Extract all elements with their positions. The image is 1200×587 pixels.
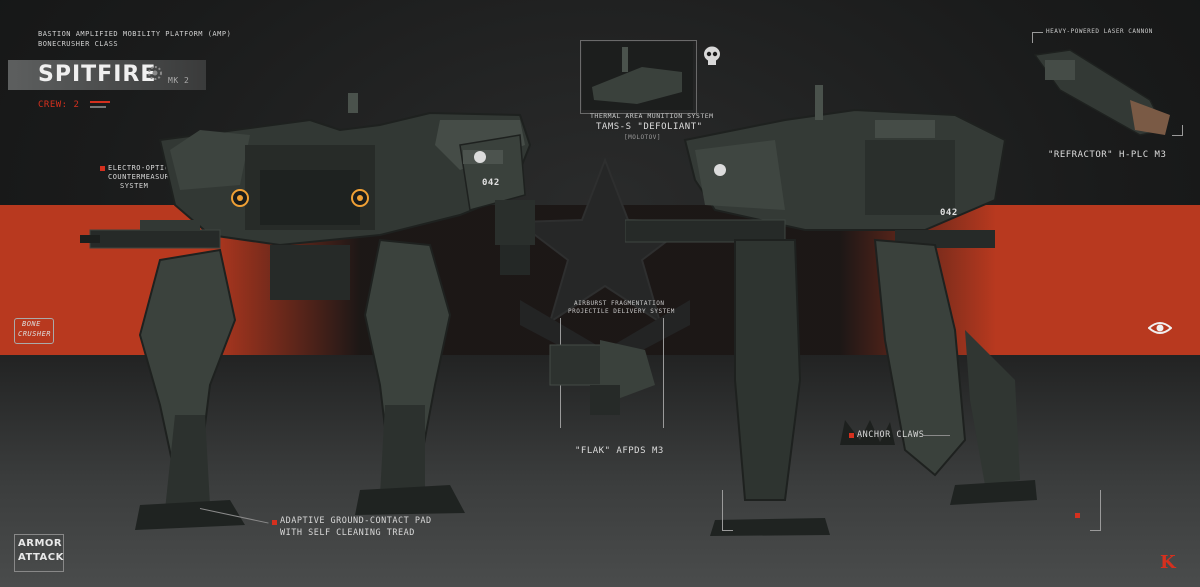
crew-sub-bars-2 (90, 106, 106, 108)
laser-frame-corner-br (1172, 125, 1183, 136)
pad-label-2: WITH SELF CLEANING TREAD (280, 528, 415, 538)
front-hull-number: 042 (482, 178, 500, 188)
pad-bullet (272, 520, 277, 525)
eo-label-1: ELECTRO-OPTICAL (108, 164, 179, 172)
bone-label: BONE (22, 320, 41, 328)
artist-mark: K (1160, 552, 1177, 573)
pad-label-1: ADAPTIVE GROUND-CONTACT PAD (280, 516, 432, 526)
front-mech-illustration (80, 93, 535, 530)
laser-caption: HEAVY-POWERED LASER CANNON (1046, 28, 1153, 35)
name-plate (8, 60, 206, 90)
class-title: BONECRUSHER CLASS (38, 40, 119, 48)
tams-name: TAMS-S "DEFOLIANT" (596, 122, 703, 132)
crew-label: CREW: 2 (38, 100, 80, 110)
rear-mech-illustration (625, 85, 1037, 536)
crusher-label: CRUSHER (18, 330, 52, 338)
laser-name: "REFRACTOR" H-PLC M3 (1048, 150, 1167, 160)
rear-frame-corner-br (1090, 490, 1101, 531)
eye-icon (1148, 322, 1172, 334)
tams-frame (580, 40, 697, 114)
flak-weapon-illustration (549, 340, 655, 415)
attack-label: ATTACK (18, 552, 64, 563)
tams-weapon-illustration (582, 42, 693, 110)
skull-icon (704, 46, 720, 65)
eo-label-2: COUNTERMEASURE (108, 173, 175, 181)
rear-frame-marker (1075, 513, 1080, 518)
rear-hull-number: 042 (940, 208, 958, 218)
tams-caption: THERMAL AREA MUNITION SYSTEM (590, 112, 714, 120)
anchor-label: ANCHOR CLAWS (857, 430, 925, 440)
flak-frame-corner-tr (655, 318, 664, 428)
crew-sub-bars (90, 101, 110, 103)
eo-label-3: SYSTEM (120, 182, 149, 190)
flak-caption-2: PROJECTILE DELIVERY SYSTEM (568, 308, 675, 315)
gear-icon (148, 66, 162, 80)
laser-frame-corner-tl (1032, 32, 1043, 43)
flak-caption-1: AIRBURST FRAGMENTATION (574, 300, 665, 307)
armor-label: ARMOR (18, 538, 63, 549)
platform-title: BASTION AMPLIFIED MOBILITY PLATFORM (AMP… (38, 30, 232, 38)
tams-sub: [MOLOTOV] (624, 134, 662, 141)
anchor-leader (922, 435, 950, 436)
rear-frame-corner-bl (722, 490, 733, 531)
eo-bullet (100, 166, 105, 171)
mark-label: MK 2 (168, 76, 190, 85)
armor-attack-badge (14, 534, 64, 572)
anchor-bullet (849, 433, 854, 438)
laser-cannon-illustration (1033, 49, 1170, 136)
mech-name: SPITFIRE (38, 62, 157, 87)
bone-crusher-badge (14, 318, 54, 344)
flak-name: "FLAK" AFPDS M3 (575, 446, 664, 456)
